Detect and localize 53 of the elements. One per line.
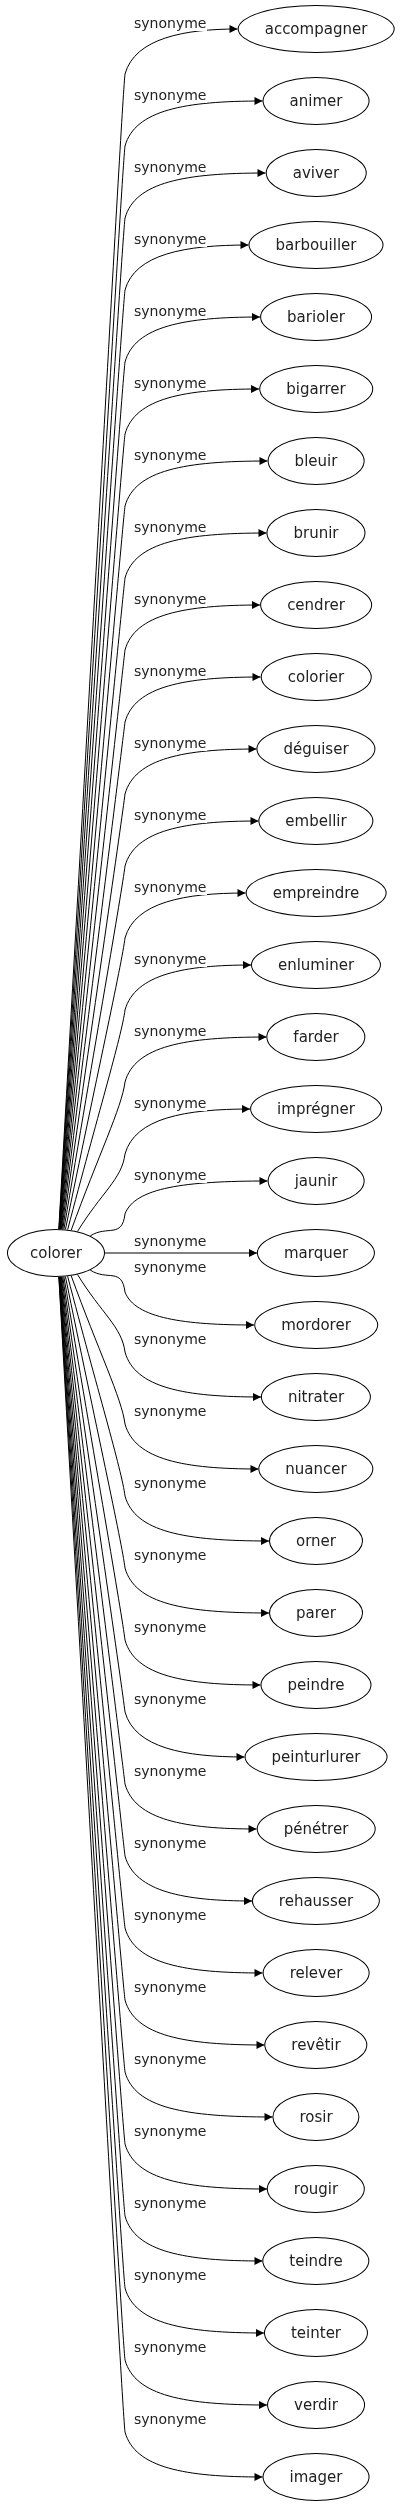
word-text: colorer [30, 1244, 82, 1262]
word-text: aviver [292, 164, 340, 182]
word-text: enluminer [277, 956, 355, 974]
arrow [70, 1275, 259, 1473]
word-text: pénétrer [283, 1820, 349, 1838]
arrow [89, 1269, 255, 1329]
word-text: rehausser [278, 1892, 354, 1910]
word-ellipse [7, 1229, 105, 1277]
word-text: cendrer [287, 596, 345, 614]
word-text: animer [289, 92, 343, 110]
word-text: bleuir [294, 452, 338, 470]
word-text: déguiser [283, 740, 349, 758]
word-text: nuancer [285, 1460, 347, 1478]
word-text: teinter [290, 2324, 342, 2342]
word-text: teindre [289, 2252, 343, 2270]
word-text: rosir [299, 2108, 333, 2126]
arrow [63, 1276, 261, 1689]
word-text: barbouiller [275, 236, 357, 254]
word-text: peinturlurer [271, 1748, 361, 1766]
arrow [63, 817, 259, 1230]
word-text: parer [296, 1604, 336, 1622]
word-text: mordorer [281, 1316, 351, 1334]
arrow [67, 1275, 270, 1545]
word-text: imprégner [277, 1100, 355, 1118]
word-text: jaunir [294, 1172, 338, 1190]
word-text: marquer [283, 1244, 349, 1262]
word-text: orner [296, 1532, 336, 1550]
arrow [62, 1276, 245, 1761]
word-text: accompagner [264, 20, 368, 38]
word-text: rougir [293, 2180, 339, 2198]
word-text: barioler [287, 308, 345, 326]
word-text: farder [293, 1028, 339, 1046]
word-text: brunir [293, 524, 339, 542]
arrow [67, 961, 252, 1231]
arrow [64, 1276, 270, 1617]
arrow [62, 745, 257, 1230]
arrow [70, 1033, 267, 1231]
word-text: relever [289, 1964, 343, 1982]
word-text: empreindre [272, 884, 360, 902]
word-text: imager [289, 2468, 343, 2486]
word-text: verdir [294, 2396, 338, 2414]
word-text: bigarrer [286, 380, 346, 398]
word-text: colorier [287, 668, 345, 686]
arrow [77, 1105, 251, 1232]
arrow [89, 1177, 268, 1237]
arrow [58, 25, 238, 1230]
word-text: embellir [285, 812, 347, 830]
word-text: revêtir [291, 2036, 341, 2054]
arrow [104, 1249, 258, 1257]
arrow [77, 1274, 262, 1401]
arrow [64, 889, 246, 1230]
word-text: peindre [287, 1676, 345, 1694]
word-text: nitrater [287, 1388, 345, 1406]
